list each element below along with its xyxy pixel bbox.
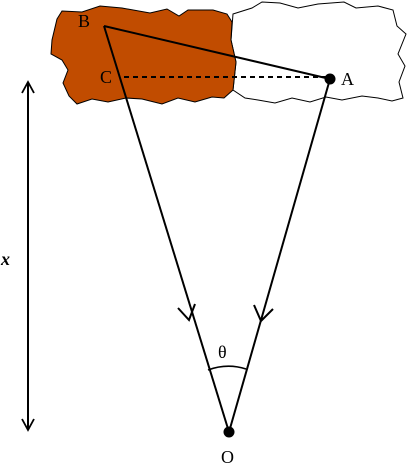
label-point-o: O <box>221 447 234 466</box>
sight-line-bo <box>103 25 230 433</box>
arrowhead-ao <box>253 304 274 323</box>
point-o-dot <box>223 426 235 438</box>
sight-line-ao <box>228 78 331 433</box>
white-region <box>230 1 407 104</box>
label-angle-theta: θ <box>218 342 227 362</box>
label-point-b: B <box>78 11 90 31</box>
point-a-dot <box>324 73 336 85</box>
label-point-c: C <box>100 67 112 87</box>
angle-arc <box>207 365 247 371</box>
label-distance-x: x <box>0 249 10 269</box>
filled-region <box>50 5 237 105</box>
label-point-a: A <box>341 69 354 89</box>
arrowhead-bo <box>177 303 196 322</box>
segment-ba <box>103 25 331 80</box>
